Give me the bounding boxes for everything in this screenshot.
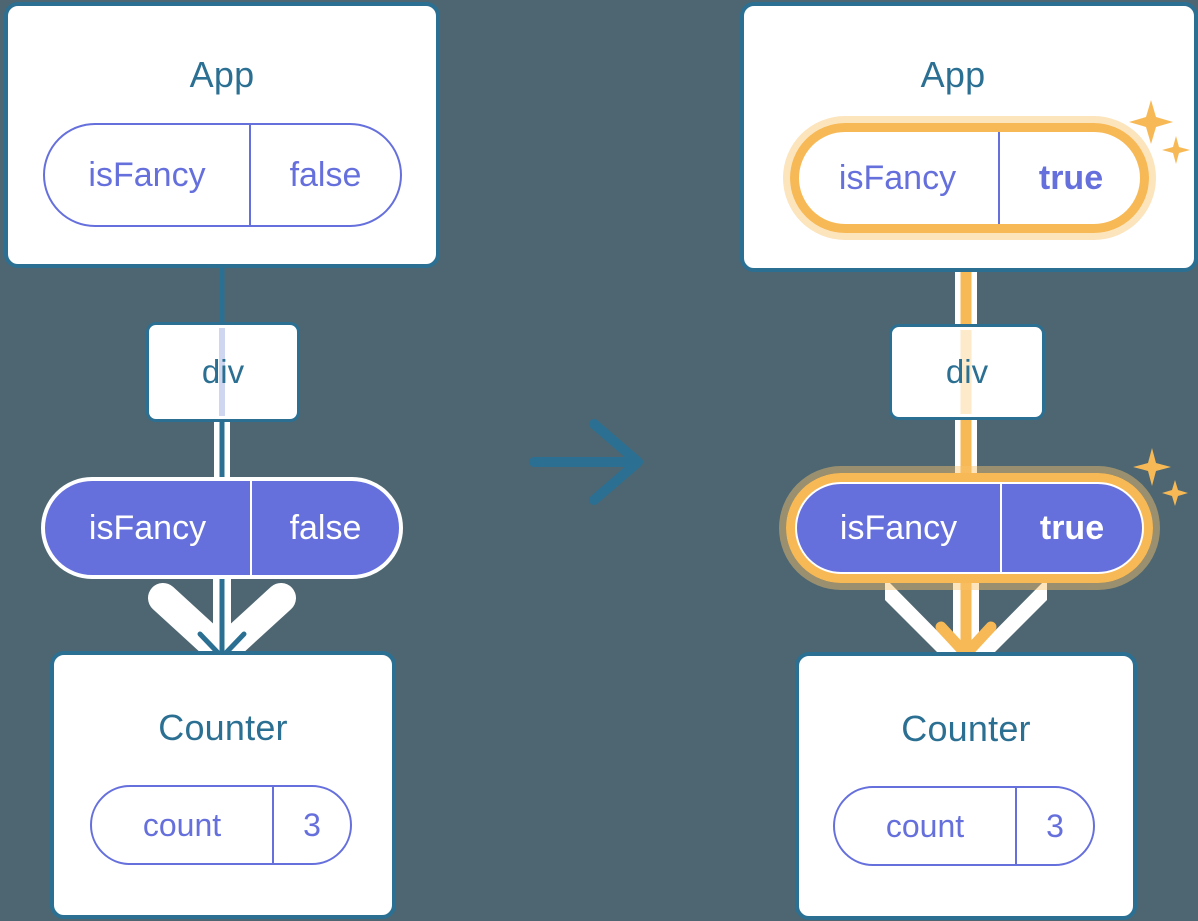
app-title-after: App [920, 54, 986, 95]
counter-state-pill-before: count 3 [90, 785, 352, 865]
app-title-before: App [189, 54, 255, 95]
app-state-pill-after: isFancy true [795, 128, 1144, 228]
sparkle-small-icon [1162, 136, 1190, 164]
app-state-pill-key-after: isFancy [838, 158, 957, 197]
prop-pill-value-after: true [1000, 484, 1142, 572]
sparkle-large-icon [1133, 448, 1171, 486]
dom-node-div-label-before: div [201, 353, 245, 390]
counter-title-before: Counter [158, 707, 288, 748]
counter-state-pill-after: count 3 [833, 786, 1095, 866]
app-state-pill-before: isFancy false [43, 123, 402, 227]
counter-state-pill-value-after: 3 [1015, 788, 1093, 864]
prop-pill-before: isFancy false [41, 477, 403, 579]
prop-pill-sparkles-after [1133, 448, 1188, 506]
app-state-pill-value-after: true [998, 130, 1142, 226]
app-state-pill-key-before: isFancy [88, 155, 206, 194]
sparkle-small-icon [1162, 480, 1188, 506]
counter-title-after: Counter [901, 708, 1031, 749]
app-pill-sparkles-after [1129, 100, 1190, 164]
dom-node-div-label-after: div [945, 353, 989, 390]
dom-node-div-after: div [889, 324, 1045, 420]
counter-state-pill-key-after: count [885, 807, 965, 844]
prop-pill-key-before: isFancy [88, 508, 207, 547]
prop-pill-after: isFancy true [793, 480, 1146, 576]
counter-state-pill-value-before: 3 [272, 787, 350, 863]
dom-node-div-before: div [146, 322, 300, 422]
prop-pill-value-before: false [250, 481, 399, 575]
app-state-pill-value-before: false [249, 125, 400, 225]
counter-state-pill-key-before: count [142, 806, 222, 843]
prop-pill-key-after: isFancy [839, 508, 958, 547]
arrow-right-icon [529, 419, 643, 505]
counter-box-after: Counter [795, 652, 1137, 920]
sparkle-large-icon [1129, 100, 1173, 144]
